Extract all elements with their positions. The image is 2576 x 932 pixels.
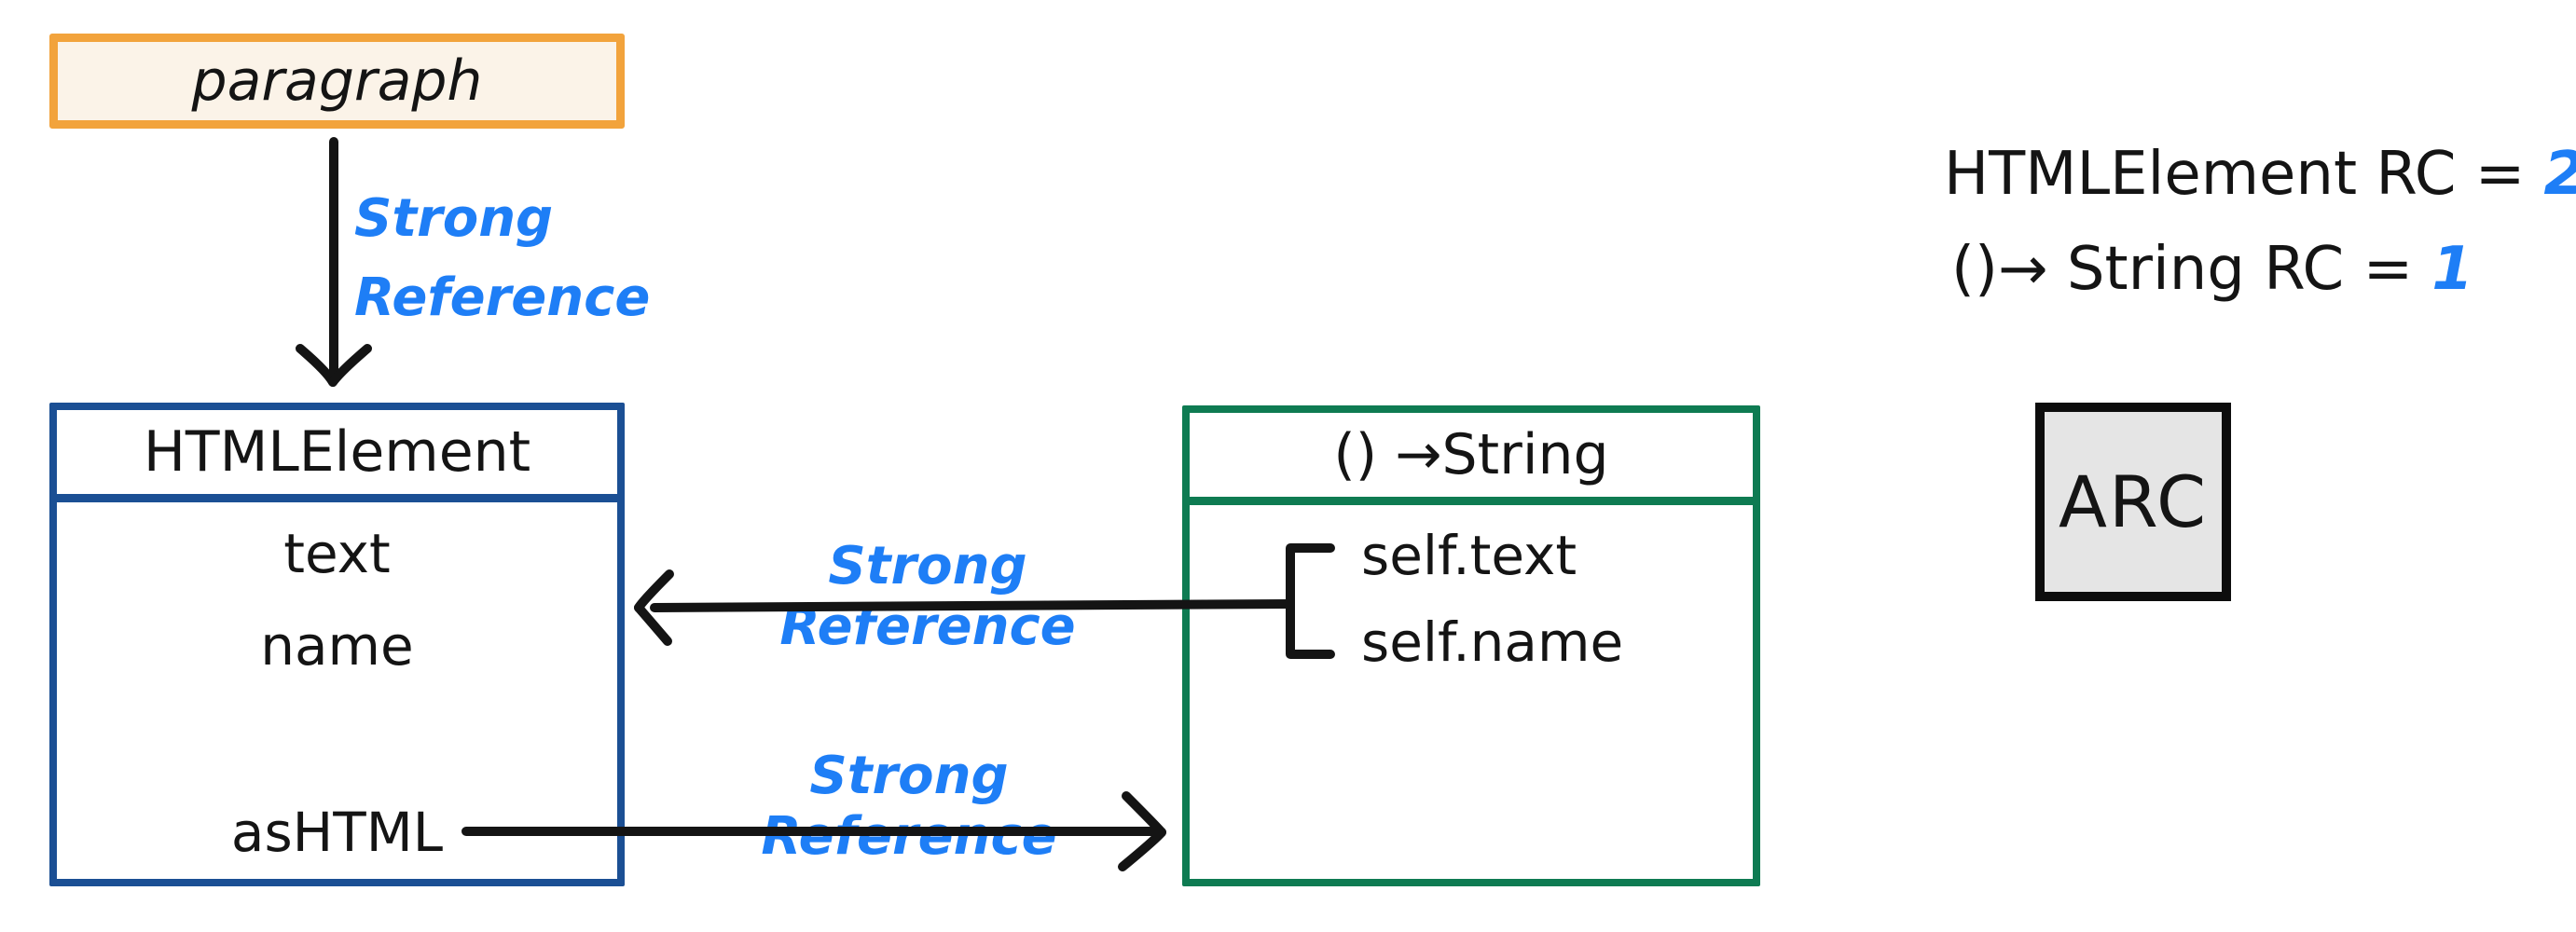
htmlelement-member-name: name [260,614,414,678]
down-arrow-label-line2: Reference [354,267,651,329]
paragraph-label: paragraph [191,48,483,114]
paragraph-box: paragraph [49,34,625,129]
bottom-arrow-label: Strong Reference [761,746,1057,867]
htmlelement-member-text: text [283,522,391,585]
arc-box: ARC [2035,403,2231,601]
down-arrow-label: Strong Reference [354,179,650,337]
rc-annotation-closure-value: 1 [2431,235,2473,304]
closure-box: () →String self.text self.name [1182,405,1760,886]
htmlelement-title: HTMLElement [57,410,617,502]
down-arrow-label-line1: Strong [354,188,554,249]
closure-title: () →String [1190,413,1753,505]
rc-annotation-closure-text: ()→ String RC = [1951,235,2414,304]
htmlelement-member-ashtml: asHTML [230,801,444,864]
closure-capture-self-name: self.name [1361,610,1624,674]
rc-annotation-htmlelement-text: HTMLElement RC = [1944,140,2526,209]
rc-annotation-closure: ()→ String RC = 1 [1951,235,2473,304]
rc-annotation-htmlelement: HTMLElement RC = 2 [1944,140,2576,209]
arc-label: ARC [2058,460,2209,543]
closure-capture-self-text: self.text [1361,524,1577,587]
rc-annotation-htmlelement-value: 2 [2543,140,2576,209]
htmlelement-box: HTMLElement text name asHTML [49,403,625,886]
mid-arrow-label: Strong Reference [779,536,1076,657]
